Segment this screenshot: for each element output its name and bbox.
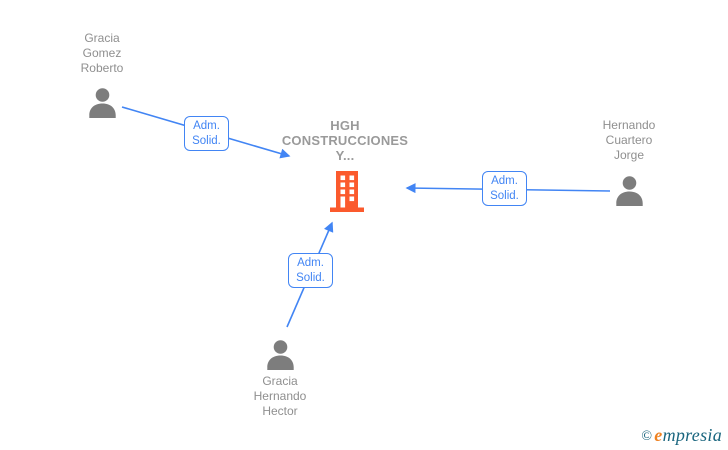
copyright-icon: © <box>641 429 653 444</box>
node-label-gracia-gomez-roberto: Gracia Gomez Roberto <box>80 31 124 75</box>
edge-label-adm-solid[interactable]: Adm. Solid. <box>184 116 229 151</box>
person-icon[interactable] <box>264 338 297 376</box>
edge-label-adm-solid[interactable]: Adm. Solid. <box>288 253 333 288</box>
person-icon[interactable] <box>86 86 119 124</box>
person-icon[interactable] <box>613 174 646 212</box>
node-label-gracia-hernando-hector: Gracia Hernando Hector <box>253 374 307 418</box>
node-label-company: HGH CONSTRUCCIONES Y... <box>281 118 409 163</box>
empresia-logo[interactable]: ©empresia <box>641 425 722 446</box>
logo-letter-e: e <box>654 425 663 445</box>
edge-label-adm-solid[interactable]: Adm. Solid. <box>482 171 527 206</box>
company-building-icon[interactable] <box>329 170 365 217</box>
node-label-hernando-cuartero-jorge: Hernando Cuartero Jorge <box>602 118 656 162</box>
logo-text: mpresia <box>662 425 722 445</box>
